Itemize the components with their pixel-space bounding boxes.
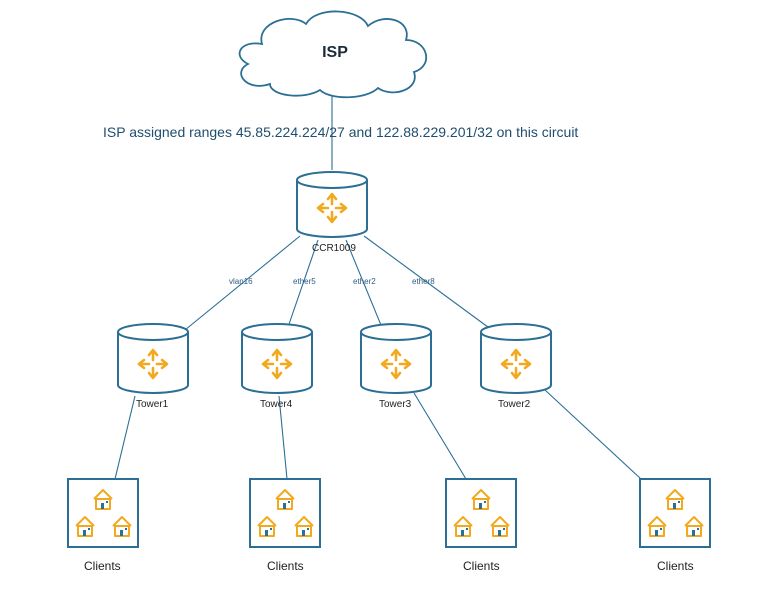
tower4-router-icon xyxy=(241,323,313,394)
tower2-router-icon xyxy=(480,323,552,394)
isp-cloud-icon xyxy=(238,10,428,99)
link-vlan16-line xyxy=(184,235,301,331)
tower1-clients-line xyxy=(114,395,136,480)
link-label-ether5: ether5 xyxy=(293,277,316,286)
tower3-clients-line xyxy=(413,392,467,480)
clients-group-4-icon xyxy=(639,478,711,548)
clients-label-4: Clients xyxy=(657,559,694,573)
clients-group-2-icon xyxy=(249,478,321,548)
clients-label-2: Clients xyxy=(267,559,304,573)
clients-group-3-icon xyxy=(445,478,517,548)
clients-label-3: Clients xyxy=(463,559,500,573)
clients-group-1-icon xyxy=(67,478,139,548)
link-label-vlan16: vlan16 xyxy=(229,277,253,286)
tower3-label: Tower3 xyxy=(379,399,412,410)
tower1-label: Tower1 xyxy=(136,399,169,410)
tower2-clients-line xyxy=(544,389,642,480)
tower2-label: Tower2 xyxy=(498,399,531,410)
tower4-clients-line xyxy=(278,395,288,480)
core-router-label: CCR1009 xyxy=(312,243,356,254)
isp-ranges-note: ISP assigned ranges 45.85.224.224/27 and… xyxy=(103,124,579,140)
link-label-ether8: ether8 xyxy=(412,277,435,286)
isp-label: ISP xyxy=(322,44,348,61)
clients-label-1: Clients xyxy=(84,559,121,573)
link-ether2-line xyxy=(345,239,384,331)
tower3-router-icon xyxy=(360,323,432,394)
tower1-router-icon xyxy=(117,323,189,394)
link-ether8-line xyxy=(363,235,493,331)
core-router-icon xyxy=(296,171,368,238)
tower4-label: Tower4 xyxy=(260,399,293,410)
link-ether5-line xyxy=(286,239,319,331)
link-label-ether2: ether2 xyxy=(353,277,376,286)
